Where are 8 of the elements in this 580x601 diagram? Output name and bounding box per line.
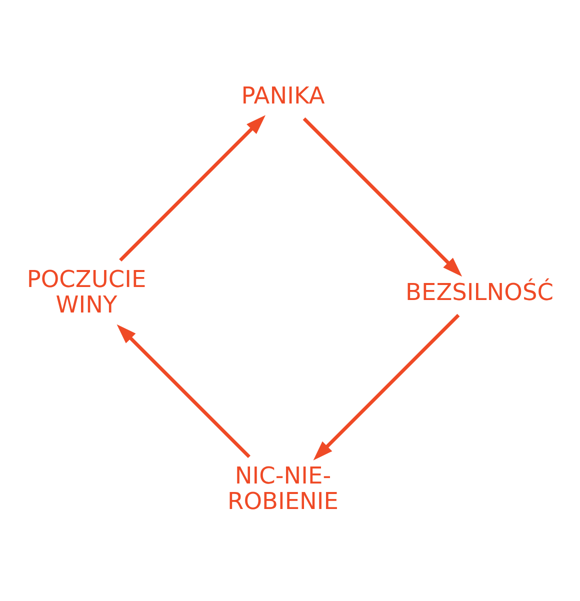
arrow <box>302 117 462 277</box>
arrow <box>116 324 250 458</box>
node-text: BEZSILNOŚĆ <box>406 278 554 306</box>
node-text: PANIKA <box>241 82 325 110</box>
arrow <box>119 115 266 262</box>
arrow <box>313 314 460 460</box>
node-text: POCZUCIE WINY <box>26 266 146 319</box>
node-text: NIC-NIE-ROBIENIE <box>228 462 338 516</box>
